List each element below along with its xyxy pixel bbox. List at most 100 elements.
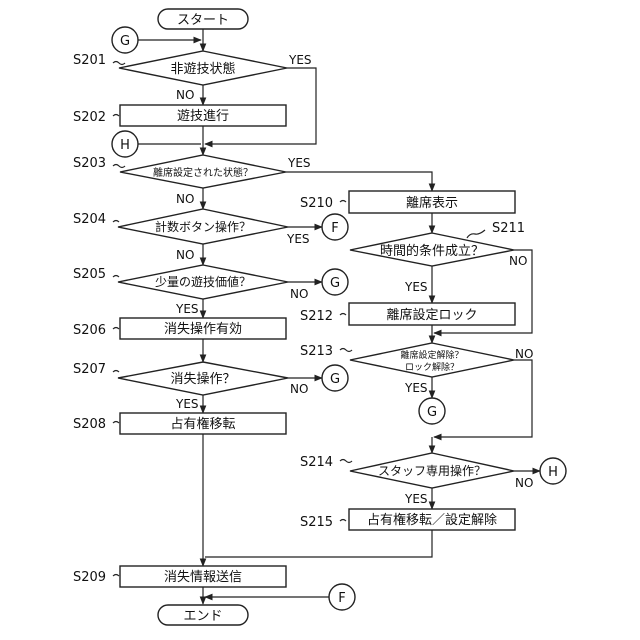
label-s203-no: NO [176, 192, 194, 206]
decision-s213: 離席設定解除？ ロック解除？ [350, 343, 514, 377]
decision-text: 非遊技状態 [170, 61, 235, 77]
connector-f-entry: F [329, 584, 355, 610]
connector-g-label: G [330, 276, 340, 291]
step-id-s206: S206 [73, 323, 106, 338]
process-text: 消失操作有効 [164, 321, 242, 337]
process-text: 離席表示 [406, 195, 458, 211]
label-s213-no: NO [515, 347, 533, 361]
start-label: スタート [177, 13, 229, 28]
connector-f-label: F [331, 221, 338, 236]
label-s205-no: NO [290, 287, 308, 301]
step-id-s203: S203 [73, 156, 106, 171]
step-id-s208: S208 [73, 417, 106, 432]
process-text: 占有権移転／設定解除 [367, 512, 497, 528]
process-text: 離席設定ロック [386, 307, 477, 323]
step-id-s204: S204 [73, 212, 106, 227]
leader-s205 [113, 276, 119, 278]
label-s201-yes: YES [288, 53, 312, 67]
label-s204-no: NO [176, 248, 194, 262]
process-s206: 消失操作有効 [120, 318, 286, 339]
leader-s207 [113, 371, 119, 373]
label-s207-no: NO [290, 382, 308, 396]
label-s204-yes: YES [286, 232, 310, 246]
decision-s201: 非遊技状態 [119, 51, 287, 85]
connector-g-exit-s213: G [419, 398, 445, 424]
step-id-s201: S201 [73, 53, 106, 68]
step-id-s205: S205 [73, 267, 106, 282]
step-id-s202: S202 [73, 110, 106, 125]
step-id-s215: S215 [300, 515, 333, 530]
decision-text-line1: 離席設定解除？ [400, 349, 463, 361]
label-s201-no: NO [176, 88, 194, 102]
decision-s205: 少量の遊技価値？ [118, 265, 288, 299]
leader-s206 [113, 328, 119, 330]
process-s208: 占有権移転 [120, 413, 286, 434]
decision-s203: 離席設定された状態？ [120, 155, 286, 188]
decision-text: 時間的条件成立？ [380, 243, 484, 259]
decision-text: 少量の遊技価値？ [155, 274, 251, 289]
connector-g-label: G [120, 34, 130, 49]
decision-text: スタッフ専用操作？ [378, 463, 486, 478]
end-label: エンド [183, 609, 222, 624]
step-id-s211: S211 [492, 221, 525, 236]
leader-s211 [467, 230, 485, 238]
leader-s213 [340, 349, 352, 352]
process-s212: 離席設定ロック [349, 303, 515, 325]
leader-s201 [113, 62, 125, 65]
label-s214-yes: YES [404, 492, 428, 506]
connector-h-label: H [120, 138, 130, 153]
label-s203-yes: YES [287, 156, 311, 170]
leader-s215 [340, 520, 346, 522]
decision-s214: スタッフ専用操作？ [350, 453, 514, 488]
decision-text: 離席設定された状態？ [153, 166, 253, 179]
connector-g-label: G [427, 405, 437, 420]
connector-h-exit: H [540, 458, 566, 484]
connector-g-entry: G [112, 27, 138, 53]
leader-s210 [340, 201, 346, 203]
step-id-s209: S209 [73, 570, 106, 585]
decision-s207: 消失操作？ [118, 362, 288, 395]
process-s210: 離席表示 [349, 191, 515, 213]
label-s213-yes: YES [404, 381, 428, 395]
connector-h-label: H [548, 465, 558, 480]
start-terminal: スタート [158, 9, 248, 29]
connector-g-exit-s205: G [322, 269, 348, 295]
connector-h-entry: H [112, 131, 138, 157]
decision-text: 計数ボタン操作？ [155, 219, 251, 234]
process-s209: 消失情報送信 [120, 566, 286, 587]
connector-g-exit-s207: G [322, 365, 348, 391]
decision-text-line2: ロック解除？ [405, 361, 459, 373]
process-s202: 遊技進行 [120, 105, 286, 126]
leader-s209 [113, 575, 119, 577]
process-text: 消失情報送信 [164, 570, 242, 585]
leader-s208 [113, 422, 119, 424]
label-s214-no: NO [515, 476, 533, 490]
leader-s202 [113, 115, 119, 117]
step-id-s213: S213 [300, 344, 333, 359]
step-id-s210: S210 [300, 196, 333, 211]
flow-s203-yes [286, 172, 432, 191]
leader-s204 [113, 221, 119, 223]
decision-s211: 時間的条件成立？ [350, 233, 514, 266]
label-s207-yes: YES [175, 397, 199, 411]
connector-f-label: F [338, 591, 345, 606]
leader-s212 [340, 314, 346, 316]
step-id-s207: S207 [73, 362, 106, 377]
step-id-s212: S212 [300, 309, 333, 324]
process-text: 占有権移転 [170, 416, 235, 432]
process-s215: 占有権移転／設定解除 [349, 509, 515, 530]
leader-s214 [340, 460, 352, 463]
leader-s203 [113, 165, 125, 168]
end-terminal: エンド [158, 605, 248, 625]
connector-g-label: G [330, 372, 340, 387]
label-s211-no: NO [509, 254, 527, 268]
flow-s215-to-s209 [205, 530, 432, 557]
label-s211-yes: YES [404, 280, 428, 294]
decision-s204: 計数ボタン操作？ [118, 209, 288, 244]
step-id-s214: S214 [300, 455, 333, 470]
process-text: 遊技進行 [177, 109, 229, 124]
decision-text: 消失操作？ [170, 371, 235, 387]
label-s205-yes: YES [175, 302, 199, 316]
connector-f-exit: F [322, 214, 348, 240]
